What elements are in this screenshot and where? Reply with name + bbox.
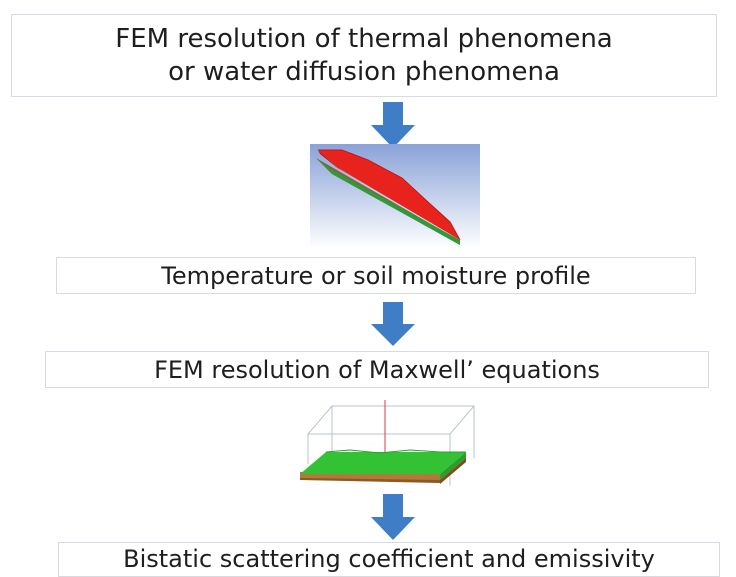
down-arrow-icon (371, 302, 415, 346)
step-box-bistatic-scattering: Bistatic scattering coefficient and emis… (58, 542, 720, 577)
step-3-text: FEM resolution of Maxwell’ equations (154, 355, 600, 384)
maxwell-fem-surface-icon (300, 400, 476, 486)
step-1-line-1: FEM resolution of thermal phenomena (115, 24, 613, 54)
down-arrow-icon (371, 102, 415, 148)
down-arrow-icon (371, 494, 415, 540)
step-box-fem-maxwell: FEM resolution of Maxwell’ equations (45, 351, 709, 388)
step-4-text: Bistatic scattering coefficient and emis… (123, 545, 655, 573)
thermal-fem-surface-icon (310, 144, 480, 249)
step-box-fem-thermal: FEM resolution of thermal phenomena or w… (11, 14, 717, 97)
step-box-temperature-profile: Temperature or soil moisture profile (56, 257, 696, 294)
step-1-line-2: or water diffusion phenomena (168, 56, 560, 87)
step-2-text: Temperature or soil moisture profile (161, 261, 591, 290)
